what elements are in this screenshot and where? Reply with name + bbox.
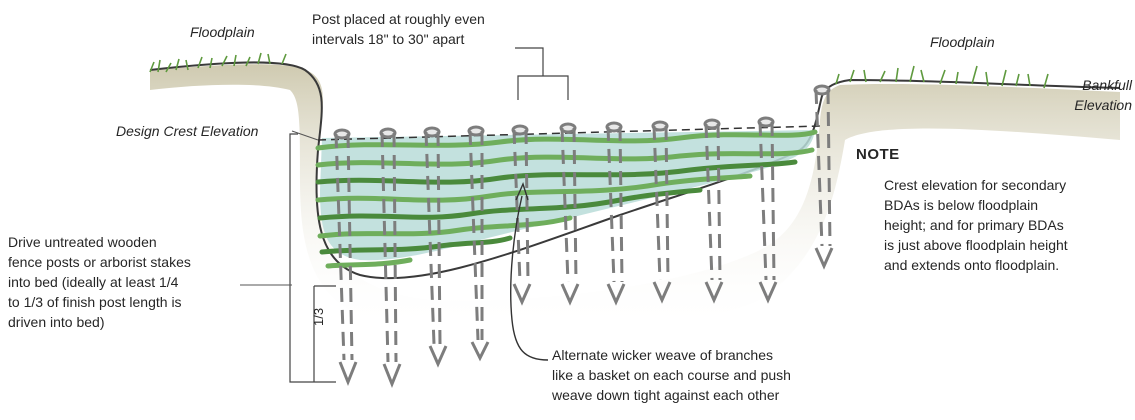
floodplain-right-label: Floodplain — [930, 32, 995, 52]
note-title: NOTE — [856, 145, 900, 165]
note-body: Crest elevation for secondary BDAs is be… — [884, 175, 1124, 275]
one-third-depth-label: 1/3 — [309, 308, 329, 326]
floodplain-left-label: Floodplain — [190, 22, 255, 42]
drive-posts-label: Drive untreated wooden fence posts or ar… — [8, 232, 248, 332]
alternate-weave-label: Alternate wicker weave of branches like … — [552, 345, 842, 405]
post-spacing-bracket — [515, 48, 568, 100]
bankfull-elevation-label: Bankfull Elevation — [1058, 75, 1132, 115]
design-crest-elevation-label: Design Crest Elevation — [116, 121, 258, 141]
post-spacing-label: Post placed at roughly even intervals 18… — [312, 9, 552, 49]
